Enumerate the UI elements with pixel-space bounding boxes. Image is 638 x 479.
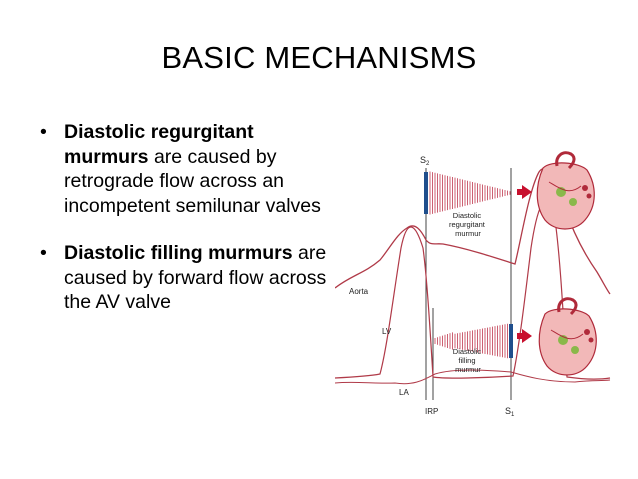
murmur-diagram: S2 S1 Aorta LV LA IRP Diastolic regurgit… bbox=[334, 148, 615, 423]
bullet-filling-text: are caused by forward flow across the AV… bbox=[64, 242, 327, 313]
s2-label-letter: S bbox=[420, 155, 426, 165]
heart-illustration-top-icon bbox=[536, 151, 595, 230]
s2-label: S2 bbox=[420, 155, 430, 167]
regurgitant-murmur-shading bbox=[429, 171, 511, 215]
bullet-filling-term: Diastolic filling murmurs bbox=[64, 242, 293, 264]
regurgitant-arrow-icon bbox=[517, 185, 532, 199]
bullet-dot: • bbox=[40, 242, 47, 264]
regurgitant-caption-line: murmur bbox=[455, 229, 481, 238]
regurgitant-caption-line: Diastolic bbox=[453, 211, 482, 220]
bullet-filling: • Diastolic filling murmurs are caused b… bbox=[38, 241, 338, 315]
lv-pressure-curve bbox=[334, 199, 611, 380]
aorta-pressure-curve bbox=[334, 168, 611, 295]
bullet-dot: • bbox=[40, 121, 47, 143]
s1-label-letter: S bbox=[505, 406, 511, 416]
heart-illustration-bottom-icon bbox=[538, 297, 597, 376]
regurgitant-caption-line: regurgitant bbox=[449, 220, 486, 229]
s1-label-sub: 1 bbox=[511, 412, 515, 418]
slide-title: BASIC MECHANISMS bbox=[161, 40, 477, 75]
s2-label-sub: 2 bbox=[426, 161, 430, 167]
bullet-list: • Diastolic regurgitant murmurs are caus… bbox=[38, 120, 338, 315]
s2-marker-bar bbox=[424, 172, 428, 214]
bullet-regurgitant: • Diastolic regurgitant murmurs are caus… bbox=[38, 120, 338, 218]
s1-marker-bar bbox=[509, 324, 513, 358]
murmur-diagram-svg: S2 S1 Aorta LV LA IRP Diastolic regurgit… bbox=[334, 151, 611, 418]
irp-label: IRP bbox=[425, 407, 438, 416]
bullet-regurgitant-text: are caused by retrograde flow across an … bbox=[64, 145, 321, 217]
filling-caption: Diastolic filling murmur bbox=[453, 347, 483, 374]
filling-caption-line: Diastolic bbox=[453, 347, 482, 356]
filling-caption-line: murmur bbox=[455, 365, 481, 374]
la-pressure-curve bbox=[334, 369, 611, 385]
filling-arrow-icon bbox=[517, 329, 532, 343]
aorta-label: Aorta bbox=[349, 287, 369, 296]
regurgitant-caption: Diastolic regurgitant murmur bbox=[449, 211, 487, 238]
la-label: LA bbox=[399, 388, 409, 397]
s1-label: S1 bbox=[505, 406, 515, 418]
filling-caption-line: filling bbox=[458, 356, 475, 365]
bullet-regurgitant-term: Diastolic regurgitant murmurs bbox=[64, 121, 254, 168]
filling-murmur-shading bbox=[434, 323, 508, 359]
lv-label: LV bbox=[382, 327, 392, 336]
